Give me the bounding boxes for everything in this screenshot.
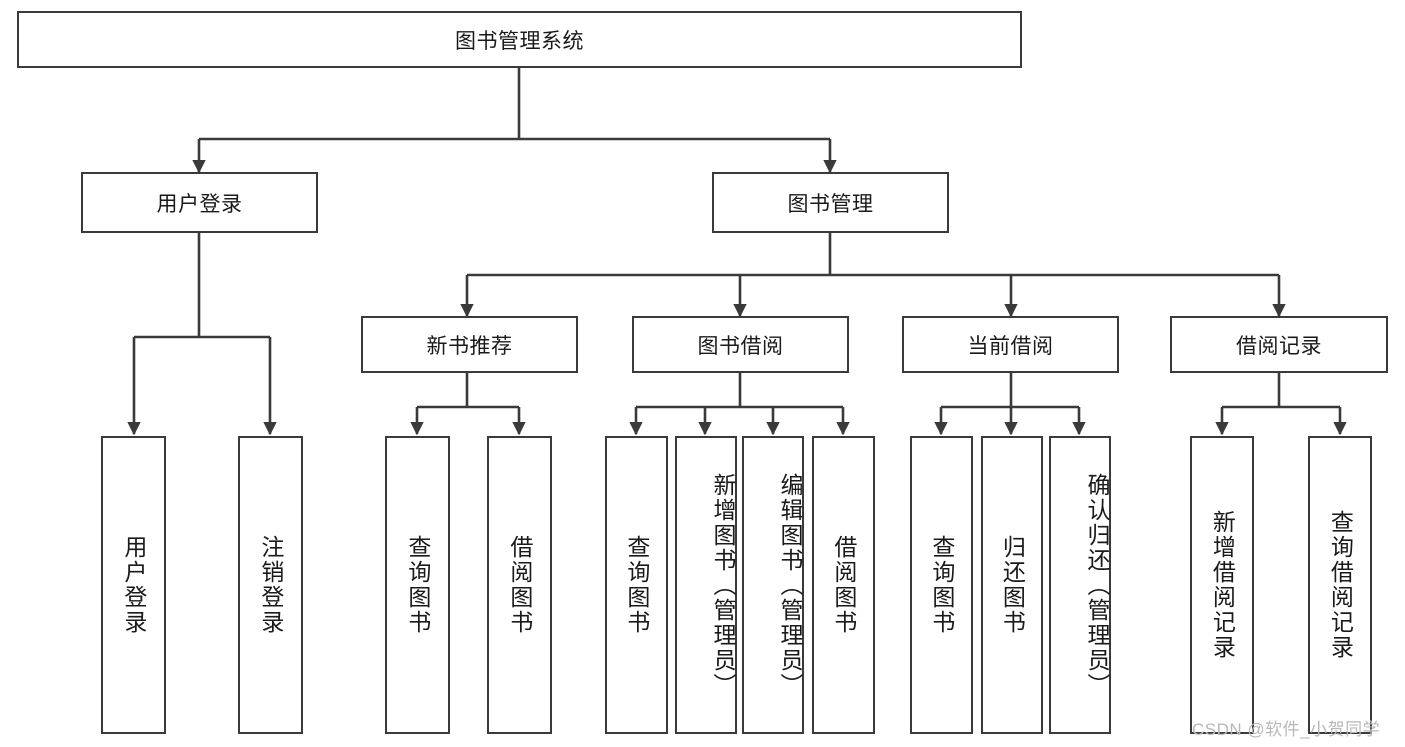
leaf-borrow-books[interactable]: 借阅图书 <box>812 436 875 734</box>
node-book-management-label: 图书管理 <box>787 192 874 216</box>
root-node-library-management-system[interactable]: 图书管理系统 <box>17 11 1022 68</box>
leaf-add-borrow-record[interactable]: 新增借阅记录 <box>1190 436 1254 734</box>
node-new-book-recommendation-label: 新书推荐 <box>426 334 513 358</box>
node-current-borrowing[interactable]: 当前借阅 <box>902 316 1119 373</box>
node-user-login[interactable]: 用户登录 <box>81 172 318 233</box>
root-node-label: 图书管理系统 <box>455 29 584 53</box>
watermark-credit: CSDN @软件_小贺同学 <box>1192 715 1380 740</box>
leaf-query-books-borrow[interactable]: 查询图书 <box>605 436 668 734</box>
leaf-confirm-return-admin-label: 确认归还（管理员） <box>1084 472 1110 698</box>
leaf-add-borrow-record-label: 新增借阅记录 <box>1209 510 1236 660</box>
leaf-borrow-books-label: 借阅图书 <box>830 535 857 635</box>
leaf-logout-label: 注销登录 <box>257 535 284 635</box>
node-book-borrowing-label: 图书借阅 <box>697 334 784 358</box>
leaf-query-borrow-record-label: 查询借阅记录 <box>1327 510 1354 660</box>
leaf-edit-book-admin[interactable]: 编辑图书（管理员） <box>742 436 804 734</box>
node-borrowing-records[interactable]: 借阅记录 <box>1170 316 1388 373</box>
watermark-text: CSDN @软件_小贺同学 <box>1192 720 1381 739</box>
leaf-add-book-admin[interactable]: 新增图书（管理员） <box>675 436 737 734</box>
leaf-return-books-label: 归还图书 <box>999 535 1026 635</box>
node-current-borrowing-label: 当前借阅 <box>967 334 1054 358</box>
leaf-user-login[interactable]: 用户登录 <box>101 436 166 734</box>
leaf-query-books-borrow-label: 查询图书 <box>623 535 650 635</box>
node-user-login-label: 用户登录 <box>156 192 243 216</box>
leaf-user-login-label: 用户登录 <box>120 535 147 635</box>
leaf-confirm-return-admin[interactable]: 确认归还（管理员） <box>1049 436 1111 734</box>
node-borrowing-records-label: 借阅记录 <box>1236 334 1322 358</box>
leaf-query-books-current[interactable]: 查询图书 <box>910 436 973 734</box>
node-book-borrowing[interactable]: 图书借阅 <box>632 316 849 373</box>
leaf-edit-book-admin-label: 编辑图书（管理员） <box>777 472 803 698</box>
leaf-logout[interactable]: 注销登录 <box>238 436 303 734</box>
leaf-query-books-recommend[interactable]: 查询图书 <box>385 436 450 734</box>
leaf-query-books-recommend-label: 查询图书 <box>404 535 431 635</box>
leaf-return-books[interactable]: 归还图书 <box>981 436 1043 734</box>
leaf-query-borrow-record[interactable]: 查询借阅记录 <box>1308 436 1372 734</box>
leaf-borrow-books-recommend-label: 借阅图书 <box>506 535 533 635</box>
node-book-management[interactable]: 图书管理 <box>712 172 949 233</box>
leaf-query-books-current-label: 查询图书 <box>928 535 955 635</box>
leaf-borrow-books-recommend[interactable]: 借阅图书 <box>487 436 552 734</box>
node-new-book-recommendation[interactable]: 新书推荐 <box>361 316 578 373</box>
leaf-add-book-admin-label: 新增图书（管理员） <box>710 472 736 698</box>
